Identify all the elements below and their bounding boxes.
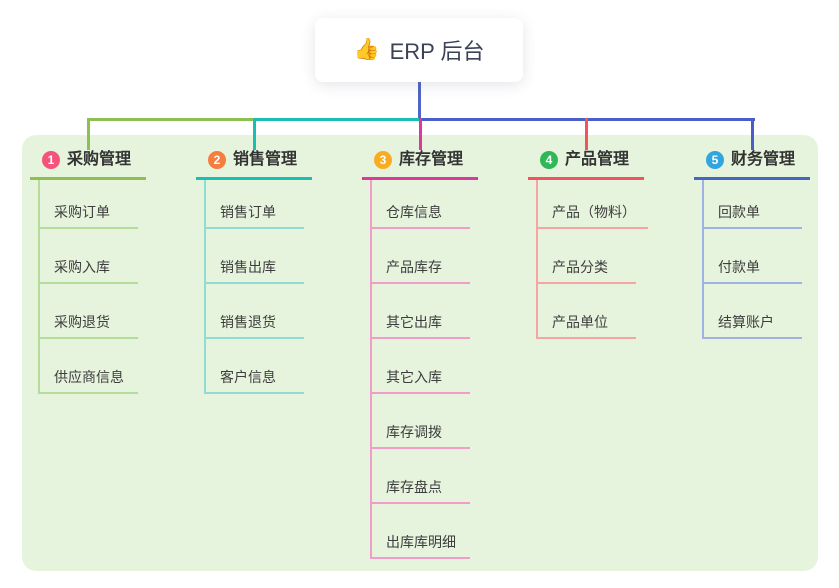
child-node-label: 销售退货 bbox=[206, 312, 304, 339]
branch-number-badge: 4 bbox=[540, 151, 558, 169]
branch-children: 仓库信息产品库存其它出库其它入库库存调拨库存盘点出库库明细 bbox=[370, 180, 478, 559]
branch-title: 库存管理 bbox=[399, 151, 464, 168]
bus-segment-teal bbox=[254, 118, 420, 121]
branch-column: 3 库存管理 仓库信息产品库存其它出库其它入库库存调拨库存盘点出库库明细 bbox=[362, 148, 478, 559]
branch-title: 产品管理 bbox=[565, 151, 630, 168]
branch-column: 4 产品管理 产品（物料） 产品分类产品单位 bbox=[528, 148, 648, 339]
child-node-label: 其它入库 bbox=[372, 367, 470, 394]
branch-children: 销售订单销售出库销售退货客户信息 bbox=[204, 180, 312, 394]
mindmap-child-node[interactable]: 产品分类 bbox=[538, 229, 648, 284]
child-node-label: 产品库存 bbox=[372, 257, 470, 284]
branch-drop-line bbox=[585, 118, 588, 150]
branch-children: 采购订单采购入库采购退货供应商信息 bbox=[38, 180, 146, 394]
branch-title: 财务管理 bbox=[731, 151, 796, 168]
branch-column: 2 销售管理 销售订单销售出库销售退货客户信息 bbox=[196, 148, 312, 394]
child-node-label: 产品单位 bbox=[538, 312, 636, 339]
mindmap-child-node[interactable]: 供应商信息 bbox=[40, 339, 146, 394]
mindmap-child-node[interactable]: 出库库明细 bbox=[372, 504, 478, 559]
branch-header-node[interactable]: 4 产品管理 bbox=[528, 148, 644, 180]
mindmap-child-node[interactable]: 销售出库 bbox=[206, 229, 312, 284]
child-node-label: 客户信息 bbox=[206, 367, 304, 394]
branch-children: 产品（物料） 产品分类产品单位 bbox=[536, 180, 648, 339]
branch-drop-line bbox=[751, 118, 754, 150]
branch-drop-line bbox=[87, 118, 90, 150]
child-node-label: 库存调拨 bbox=[372, 422, 470, 449]
mindmap-child-node[interactable]: 产品库存 bbox=[372, 229, 478, 284]
branch-header-node[interactable]: 1 采购管理 bbox=[30, 148, 146, 180]
child-node-label: 销售出库 bbox=[206, 257, 304, 284]
branch-header-node[interactable]: 5 财务管理 bbox=[694, 148, 810, 180]
mindmap-child-node[interactable]: 产品单位 bbox=[538, 284, 648, 339]
mindmap-child-node[interactable]: 结算账户 bbox=[704, 284, 810, 339]
mindmap-child-node[interactable]: 其它入库 bbox=[372, 339, 478, 394]
child-node-label: 其它出库 bbox=[372, 312, 470, 339]
mindmap-child-node[interactable]: 仓库信息 bbox=[372, 180, 478, 229]
mindmap-child-node[interactable]: 销售退货 bbox=[206, 284, 312, 339]
child-node-label: 采购订单 bbox=[40, 202, 138, 229]
branch-drop-line bbox=[253, 118, 256, 150]
branch-number-badge: 3 bbox=[374, 151, 392, 169]
root-node-label: ERP 后台 bbox=[389, 39, 485, 64]
root-connector-line bbox=[418, 82, 421, 121]
child-node-label: 结算账户 bbox=[704, 312, 802, 339]
branch-header-node[interactable]: 3 库存管理 bbox=[362, 148, 478, 180]
branch-number-badge: 2 bbox=[208, 151, 226, 169]
mindmap-child-node[interactable]: 产品（物料） bbox=[538, 180, 648, 229]
child-node-label: 出库库明细 bbox=[372, 532, 470, 559]
branch-number-badge: 1 bbox=[42, 151, 60, 169]
branch-drop-line bbox=[419, 118, 422, 150]
branches-panel bbox=[22, 135, 818, 571]
child-node-label: 采购退货 bbox=[40, 312, 138, 339]
child-node-label: 仓库信息 bbox=[372, 202, 470, 229]
branch-children: 回款单付款单结算账户 bbox=[702, 180, 810, 339]
child-node-label: 采购入库 bbox=[40, 257, 138, 284]
mindmap-child-node[interactable]: 库存调拨 bbox=[372, 394, 478, 449]
mindmap-child-node[interactable]: 采购入库 bbox=[40, 229, 146, 284]
branch-header-node[interactable]: 2 销售管理 bbox=[196, 148, 312, 180]
mindmap-child-node[interactable]: 销售订单 bbox=[206, 180, 312, 229]
bus-segment-green bbox=[88, 118, 254, 121]
thumbs-up-icon: 👍 bbox=[353, 38, 380, 61]
mindmap-child-node[interactable]: 回款单 bbox=[704, 180, 810, 229]
mindmap-child-node[interactable]: 采购订单 bbox=[40, 180, 146, 229]
mindmap-child-node[interactable]: 采购退货 bbox=[40, 284, 146, 339]
child-node-label: 产品分类 bbox=[538, 257, 636, 284]
child-node-label: 付款单 bbox=[704, 257, 802, 284]
child-node-label: 回款单 bbox=[704, 202, 802, 229]
branch-title: 销售管理 bbox=[233, 151, 298, 168]
mindmap-child-node[interactable]: 库存盘点 bbox=[372, 449, 478, 504]
mindmap-child-node[interactable]: 其它出库 bbox=[372, 284, 478, 339]
branch-number-badge: 5 bbox=[706, 151, 724, 169]
branch-column: 5 财务管理 回款单付款单结算账户 bbox=[694, 148, 810, 339]
child-node-label: 销售订单 bbox=[206, 202, 304, 229]
child-node-label: 产品（物料） bbox=[538, 202, 648, 229]
mindmap-child-node[interactable]: 客户信息 bbox=[206, 339, 312, 394]
child-node-label: 库存盘点 bbox=[372, 477, 470, 504]
branch-column: 1 采购管理 采购订单采购入库采购退货供应商信息 bbox=[30, 148, 146, 394]
mindmap-child-node[interactable]: 付款单 bbox=[704, 229, 810, 284]
branch-title: 采购管理 bbox=[67, 151, 132, 168]
child-node-label: 供应商信息 bbox=[40, 367, 138, 394]
root-node[interactable]: 👍 ERP 后台 bbox=[315, 18, 523, 82]
